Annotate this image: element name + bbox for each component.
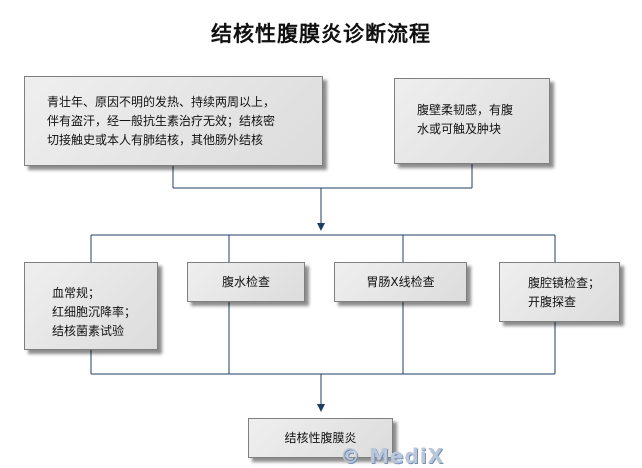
watermark-logo: © MediX (340, 444, 445, 468)
box-result-diagnosis: 结核性腹膜炎 (248, 418, 393, 458)
blood-line-2: 红细胞沉降率； (52, 305, 137, 319)
blood-line-3: 结核菌素试验 (52, 324, 125, 338)
box-physical-signs: 腹壁柔韧感，有腹 水或可触及肿块 (394, 78, 550, 164)
box-gi-xray-exam: 胃肠X线检查 (334, 262, 467, 302)
signs-line-1: 腹壁柔韧感，有腹 (417, 103, 514, 117)
history-line-3: 切接触史或本人有肺结核，其他肠外结核 (47, 133, 264, 147)
signs-line-2: 水或可触及肿块 (417, 122, 502, 136)
box-ascites-exam: 腹水检查 (187, 262, 305, 302)
box-laparoscopy: 腹腔镜检查； 开腹探查 (499, 262, 620, 322)
laparoscopy-line-2: 开腹探查 (528, 295, 577, 309)
blood-line-1: 血常规； (52, 286, 101, 300)
box-clinical-history: 青壮年、原因不明的发热、持续两周以上， 伴有盗汗，经一般抗生素治疗无效；结核密 … (24, 76, 323, 166)
result-label: 结核性腹膜炎 (284, 430, 357, 445)
box-blood-tests: 血常规； 红细胞沉降率； 结核菌素试验 (24, 262, 158, 350)
laparoscopy-line-1: 腹腔镜检查； (528, 276, 601, 290)
history-line-2: 伴有盗汗，经一般抗生素治疗无效；结核密 (47, 114, 276, 128)
history-line-1: 青壮年、原因不明的发热、持续两周以上， (47, 95, 276, 109)
ascites-label: 腹水检查 (221, 274, 270, 289)
page-title: 结核性腹膜炎诊断流程 (211, 22, 431, 46)
gi-xray-label: 胃肠X线检查 (366, 274, 435, 289)
